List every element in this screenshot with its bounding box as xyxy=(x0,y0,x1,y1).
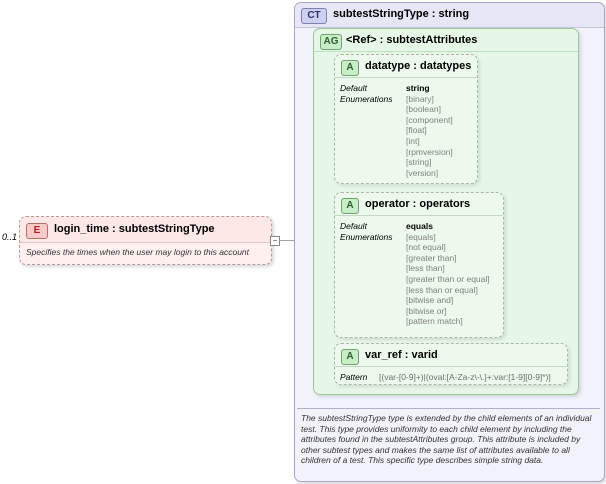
attribute-group-title: <Ref> : subtestAttributes xyxy=(346,34,478,46)
element-header: E login_time : subtestStringType xyxy=(20,217,271,243)
enum-item: [greater than] xyxy=(406,252,457,263)
attribute-badge: A xyxy=(341,349,359,365)
occurrence-label: 0..1 xyxy=(2,232,18,242)
description-divider xyxy=(297,408,600,409)
attribute-badge: A xyxy=(341,198,359,214)
enum-item: [less than] xyxy=(406,263,445,274)
enum-item: [component] xyxy=(406,114,453,125)
value-list: equals [equals] [not equal] [greater tha… xyxy=(406,221,490,327)
enumerations-label: Enumerations xyxy=(340,93,393,104)
enum-item: [int] xyxy=(406,135,420,146)
enum-item: [float] xyxy=(406,125,427,136)
complex-type-badge: CT xyxy=(301,8,327,24)
element-title: login_time : subtestStringType xyxy=(54,223,215,235)
complex-type-description: The subtestStringType type is extended b… xyxy=(301,413,592,466)
attribute-title: var_ref : varid xyxy=(365,349,438,361)
default-value: equals xyxy=(406,221,433,231)
attribute-header: A datatype : datatypes xyxy=(335,55,477,78)
enum-item: [greater than or equal] xyxy=(406,273,490,284)
attribute-datatype[interactable]: A datatype : datatypes Default Enumerati… xyxy=(334,54,478,184)
attribute-group-header: AG <Ref> : subtestAttributes xyxy=(314,29,578,52)
pattern-label: Pattern xyxy=(340,372,368,382)
element-login-time[interactable]: E login_time : subtestStringType Specifi… xyxy=(19,216,272,265)
enum-item: [pattern match] xyxy=(406,316,463,327)
default-label: Default xyxy=(340,221,367,231)
attribute-operator[interactable]: A operator : operators Default Enumerati… xyxy=(334,192,504,338)
value-list: string [binary] [boolean] [component] [f… xyxy=(406,83,453,178)
default-value: string xyxy=(406,83,430,93)
complex-type-header: CT subtestStringType : string xyxy=(295,3,604,28)
enum-item: [rpmversion] xyxy=(406,146,453,157)
enum-item: [equals] xyxy=(406,231,436,242)
connector-element-to-type xyxy=(279,240,295,241)
complex-type-title: subtestStringType : string xyxy=(333,8,470,20)
default-label: Default xyxy=(340,83,367,93)
enum-item: [string] xyxy=(406,157,432,168)
attribute-title: operator : operators xyxy=(365,198,471,210)
element-description: Specifies the times when the user may lo… xyxy=(26,247,250,257)
enum-item: [binary] xyxy=(406,93,434,104)
enum-item: [bitwise and] xyxy=(406,295,454,306)
attribute-title: datatype : datatypes xyxy=(365,60,472,72)
enum-item: [bitwise or] xyxy=(406,305,447,316)
enum-item: [boolean] xyxy=(406,104,441,115)
attribute-header: A var_ref : varid xyxy=(335,344,567,367)
collapse-toggle[interactable]: − xyxy=(270,236,280,246)
pattern-value: [(var-[0-9]+)|(oval:[A-Za-z\-\.]+:var:[1… xyxy=(379,372,551,382)
enum-item: [less than or equal] xyxy=(406,284,478,295)
attribute-badge: A xyxy=(341,60,359,76)
enumerations-label: Enumerations xyxy=(340,231,393,242)
attribute-var-ref[interactable]: A var_ref : varid Pattern [(var-[0-9]+)|… xyxy=(334,343,568,385)
attribute-group-badge: AG xyxy=(320,34,342,50)
enum-item: [not equal] xyxy=(406,242,446,253)
attribute-header: A operator : operators xyxy=(335,193,503,216)
element-badge: E xyxy=(26,223,48,239)
enum-item: [version] xyxy=(406,167,439,178)
